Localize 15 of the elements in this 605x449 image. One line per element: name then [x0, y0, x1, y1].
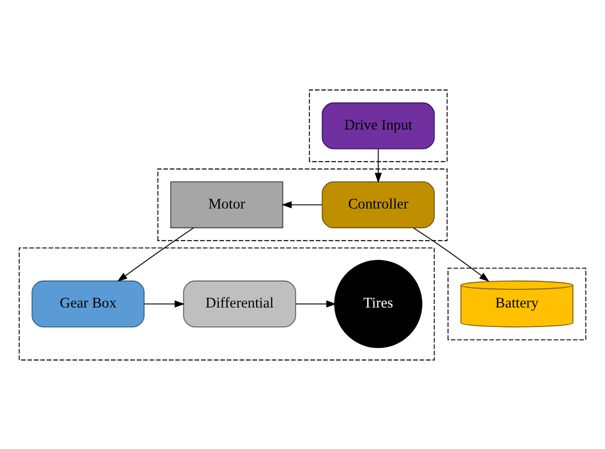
node-box: Differential — [183, 280, 296, 327]
node-circle: Tires — [334, 259, 422, 348]
arrow — [117, 226, 194, 282]
arrow — [282, 200, 322, 208]
arrow — [295, 300, 336, 307]
cluster — [18, 247, 435, 360]
arrow — [374, 148, 382, 183]
cluster — [157, 168, 448, 241]
arrow — [144, 300, 185, 307]
cluster — [308, 89, 448, 162]
node-box: Controller — [322, 180, 435, 228]
cluster — [448, 267, 586, 340]
node-box: Drive Input — [322, 102, 435, 149]
node-box: Motor — [170, 180, 284, 228]
node-box: Gear Box — [32, 280, 145, 327]
